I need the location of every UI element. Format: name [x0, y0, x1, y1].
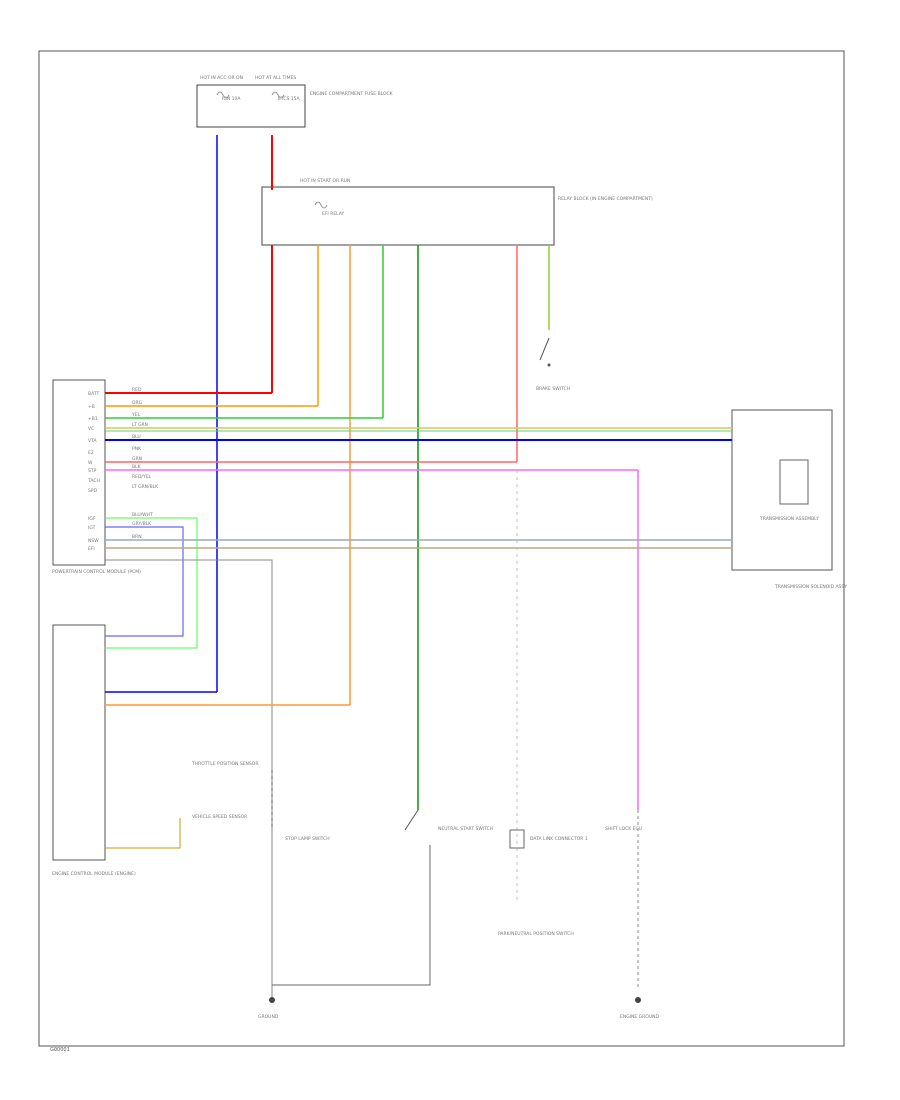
wire-color-label: BLK	[132, 464, 142, 470]
wire-color-label: BRN	[132, 534, 142, 540]
tcm-connector: ENGINE CONTROL MODULE (ENGINE)	[52, 624, 136, 877]
ecm-name: POWERTRAIN CONTROL MODULE (PCM)	[52, 569, 141, 575]
fuse-block: HOT IN ACC OR ON HOT AT ALL TIMES IGN 10…	[196, 75, 394, 128]
throttle-sensor-label: THROTTLE POSITION SENSOR	[191, 761, 258, 767]
ecm-pin-label: W	[88, 460, 93, 466]
neutral-start-switch: NEUTRAL START SWITCH	[272, 809, 493, 986]
figure-id: G00001	[50, 1047, 70, 1053]
neutral-switch-label: NEUTRAL START SWITCH	[438, 826, 493, 832]
diagram-border	[38, 50, 845, 1047]
relay-top-label: HOT IN START OR RUN	[300, 178, 350, 184]
ecm-pin-label: TACH	[87, 478, 100, 484]
ecm-pin-label: IGT	[88, 525, 96, 531]
stop-lamp-switch: STOP LAMP SWITCH	[271, 770, 330, 842]
transmission-box: TRANSMISSION ASSEMBLY TRANSMISSION SOLEN…	[731, 409, 847, 590]
ground-left: GROUND	[258, 997, 279, 1020]
ecm-pin-label: NSW	[88, 538, 99, 544]
ecm-pin-label: +B	[88, 404, 95, 410]
tcm-side-components: THROTTLE POSITION SENSOR VEHICLE SPEED S…	[191, 761, 258, 820]
park-neutral-label: PARK/NEUTRAL POSITION SWITCH	[498, 931, 574, 937]
fuse-left-detail: IGN 10A	[222, 96, 241, 102]
wire-blue-loop	[105, 526, 184, 637]
shift-lock-ecu: SHIFT LOCK ECU	[605, 810, 642, 990]
wire-color-label: PNK	[132, 446, 142, 452]
wire-color-label: ORG	[132, 400, 143, 406]
wire-color-label: YEL	[131, 412, 141, 418]
ecm-pin-label: EFI	[88, 546, 95, 552]
vehicle-speed-label: VEHICLE SPEED SENSOR	[192, 814, 247, 820]
brake-switch-symbol: BRAKE SWITCH	[536, 337, 570, 392]
tcm-name: ENGINE CONTROL MODULE (ENGINE)	[52, 871, 136, 877]
ecm-pin-label: E2	[88, 450, 94, 456]
data-link-connector: DATA LINK CONNECTOR 1 PARK/NEUTRAL POSIT…	[498, 470, 588, 937]
stop-lamp-label: STOP LAMP SWITCH	[285, 836, 330, 842]
shift-lock-label: SHIFT LOCK ECU	[605, 826, 642, 832]
ecm-pin-label: VC	[88, 426, 94, 432]
ecm-pin-label: VTA	[88, 438, 97, 444]
ecm-pin-label: SPD	[88, 488, 98, 494]
wire-color-label: LT GRN/BLK	[132, 484, 159, 490]
ground-left-label: GROUND	[258, 1014, 279, 1020]
transmission-caption: TRANSMISSION SOLENOID ASSY	[774, 584, 847, 590]
wire-color-label: GRY/BLK	[132, 521, 152, 527]
wire-color-label: LT GRN	[132, 422, 148, 428]
wire-color-label: BLU	[132, 434, 141, 440]
ecm-pin-label: +B1	[88, 416, 98, 422]
fuse-right-detail: ETCS 15A	[278, 96, 300, 102]
wire-color-label: BLU/WHT	[132, 512, 153, 518]
wire-color-label: RED	[132, 387, 142, 393]
wire-color-label: RED/YEL	[132, 474, 152, 480]
fuse-block-name: ENGINE COMPARTMENT FUSE BLOCK	[310, 91, 394, 97]
wire-color-label: GRN	[132, 456, 142, 462]
fuse-label-right: HOT AT ALL TIMES	[255, 75, 296, 81]
ground-right-label: ENGINE GROUND	[620, 1014, 659, 1020]
fuse-label-left: HOT IN ACC OR ON	[200, 75, 243, 81]
relay-block-name: RELAY BLOCK (IN ENGINE COMPARTMENT)	[558, 196, 653, 202]
transmission-name: TRANSMISSION ASSEMBLY	[759, 516, 819, 522]
ground-right: ENGINE GROUND	[620, 997, 659, 1020]
wire-ltgreen-loop	[105, 517, 198, 649]
wire-yellow-tcm	[105, 818, 181, 849]
ecm-pin-label: BATT	[88, 391, 99, 397]
wire-gray-ground	[105, 559, 273, 1000]
brake-switch-label: BRAKE SWITCH	[536, 386, 570, 392]
relay-label: EFI RELAY	[322, 211, 344, 217]
ecm-pin-label: IGF	[88, 516, 96, 522]
data-link-label: DATA LINK CONNECTOR 1	[530, 836, 588, 842]
ecm-pin-label: STP	[88, 468, 97, 474]
ecm-connector: POWERTRAIN CONTROL MODULE (PCM)	[52, 379, 141, 575]
relay-block: HOT IN START OR RUN RELAY BLOCK (IN ENGI…	[261, 178, 653, 246]
